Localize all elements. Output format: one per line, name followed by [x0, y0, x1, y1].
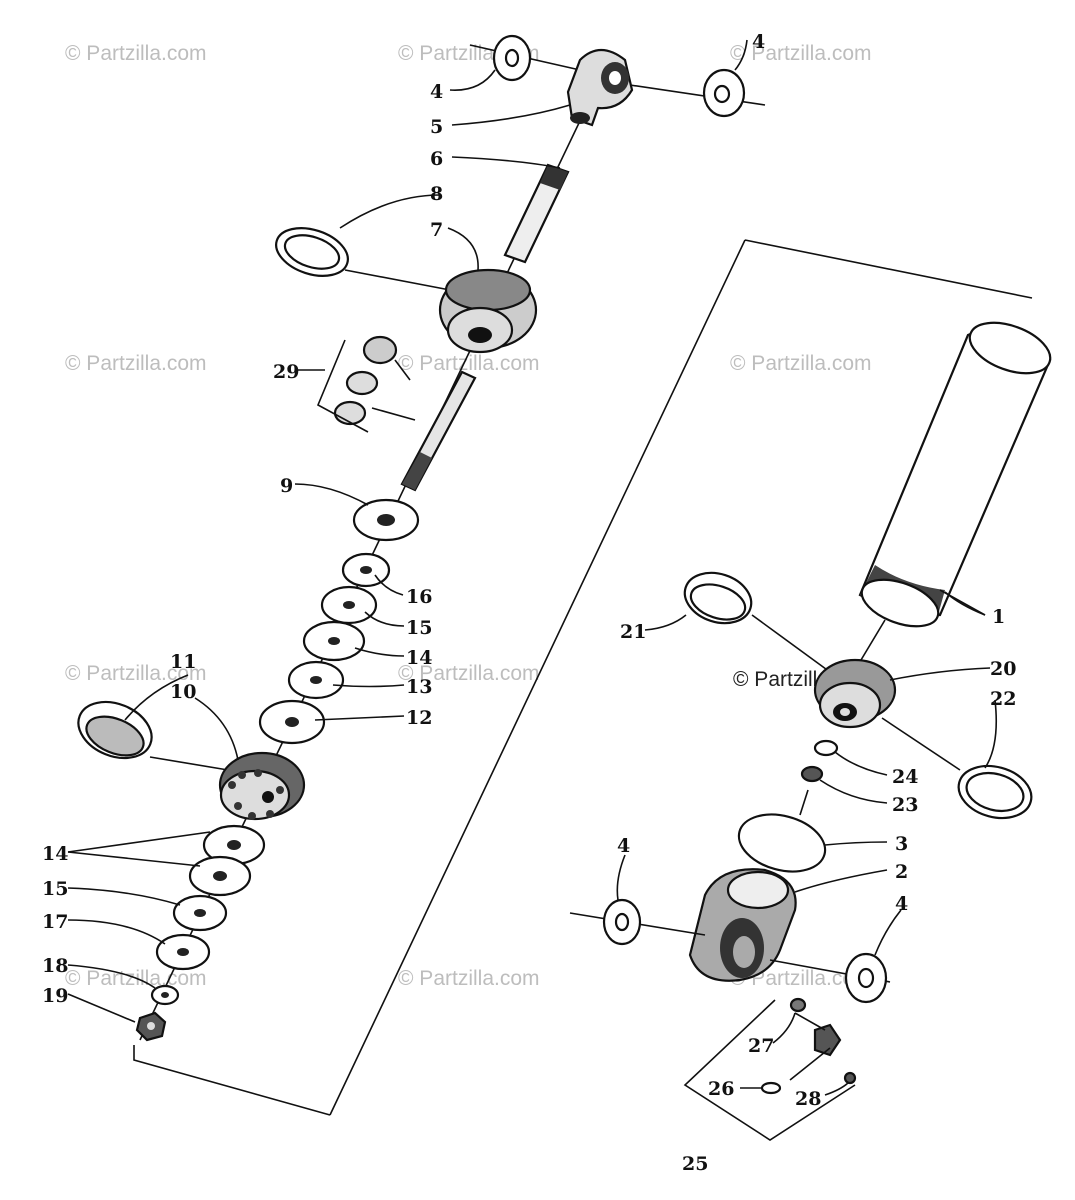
- callout-20: 20: [990, 658, 1016, 680]
- watermark: © Partzilla.com: [730, 42, 872, 65]
- leader-lines: [67, 39, 998, 1096]
- callout-25: 25: [682, 1153, 708, 1175]
- part-23-screw: [800, 765, 824, 783]
- part-15-washer-lower: [172, 894, 228, 932]
- callout-4: 4: [752, 31, 765, 53]
- callout-6: 6: [430, 148, 443, 170]
- callout-22: 22: [990, 688, 1016, 710]
- callout-19: 19: [42, 985, 68, 1007]
- part-14-washer: [302, 620, 366, 662]
- part-16-washer: [341, 552, 391, 588]
- callout-11: 11: [170, 651, 196, 673]
- callout-2: 2: [895, 861, 908, 883]
- callout-14: 14: [42, 843, 68, 865]
- part-18-lock-washer: [150, 984, 180, 1006]
- callout-3: 3: [895, 833, 908, 855]
- callout-10: 10: [170, 681, 196, 703]
- part-25-valve-kit: [683, 997, 857, 1141]
- part-1-cylinder: [854, 321, 1052, 671]
- part-2-lower-body: [688, 868, 797, 982]
- watermark: © Partzilla.com: [65, 42, 207, 65]
- part-11-split-ring: [77, 700, 229, 771]
- part-5-rod-end: [566, 48, 634, 127]
- callout-21: 21: [620, 621, 646, 643]
- part-14-washer-lower-b: [188, 855, 252, 897]
- callout-26: 26: [708, 1078, 734, 1100]
- callout-15: 15: [406, 617, 432, 639]
- part-17-washer: [155, 933, 211, 971]
- part-7-cap: [438, 268, 538, 354]
- right-axis-line: [799, 789, 809, 816]
- callout-13: 13: [406, 676, 432, 698]
- part-20-valve-body: [813, 658, 897, 729]
- callout-4: 4: [895, 893, 908, 915]
- watermark: © Partzilla.com: [65, 662, 207, 685]
- callout-15: 15: [42, 878, 68, 900]
- callout-4: 4: [617, 835, 630, 857]
- watermark: © Partzilla.com: [730, 352, 872, 375]
- part-4-washer-top-left: [469, 34, 581, 82]
- callout-9: 9: [280, 475, 293, 497]
- callout-labels: 4 4 5 6 8 7 29 9 16 15 14 13 12 11 10 14…: [42, 31, 1016, 1175]
- part-9-washer: [352, 498, 420, 542]
- watermarks: © Partzilla.com © Partzilla.com © Partzi…: [65, 42, 875, 990]
- callout-5: 5: [430, 116, 443, 138]
- assembly-bracket-line: [133, 239, 1033, 1116]
- part-3-o-ring: [737, 813, 827, 873]
- callout-29: 29: [273, 361, 299, 383]
- part-24-washer: [813, 739, 839, 757]
- callout-18: 18: [42, 955, 68, 977]
- part-4-washer-top-right: [629, 68, 766, 118]
- part-29-seal-set: [316, 335, 416, 433]
- part-4-washer-bottom-left: [569, 898, 706, 946]
- part-10-piston: [218, 751, 306, 821]
- callout-4: 4: [430, 81, 443, 103]
- callout-12: 12: [406, 707, 432, 729]
- piston-rod: [400, 370, 477, 492]
- part-19-nut: [135, 1011, 167, 1042]
- part-12-washer: [258, 699, 326, 745]
- watermark: © Partzilla.com: [398, 967, 540, 990]
- watermark: © Partzilla.com: [398, 352, 540, 375]
- part-13-washer: [287, 660, 345, 700]
- part-8-ring: [275, 227, 451, 291]
- part-6-shaft: [503, 163, 570, 264]
- part-15-washer: [320, 585, 378, 625]
- callout-8: 8: [430, 183, 443, 205]
- callout-7: 7: [430, 219, 443, 241]
- watermark: © Partzilla.com: [65, 352, 207, 375]
- part-21-ring: [683, 571, 831, 673]
- callout-27: 27: [748, 1035, 774, 1057]
- watermark: © Partzilla.com: [398, 662, 540, 685]
- callout-24: 24: [892, 766, 918, 788]
- callout-28: 28: [795, 1088, 821, 1110]
- part-22-ring: [881, 717, 1033, 820]
- callout-1: 1: [992, 606, 1005, 628]
- callout-17: 17: [42, 911, 68, 933]
- callout-23: 23: [892, 794, 918, 816]
- callout-16: 16: [406, 586, 432, 608]
- part-4-washer-bottom-right: [769, 952, 891, 1004]
- callout-14: 14: [406, 647, 432, 669]
